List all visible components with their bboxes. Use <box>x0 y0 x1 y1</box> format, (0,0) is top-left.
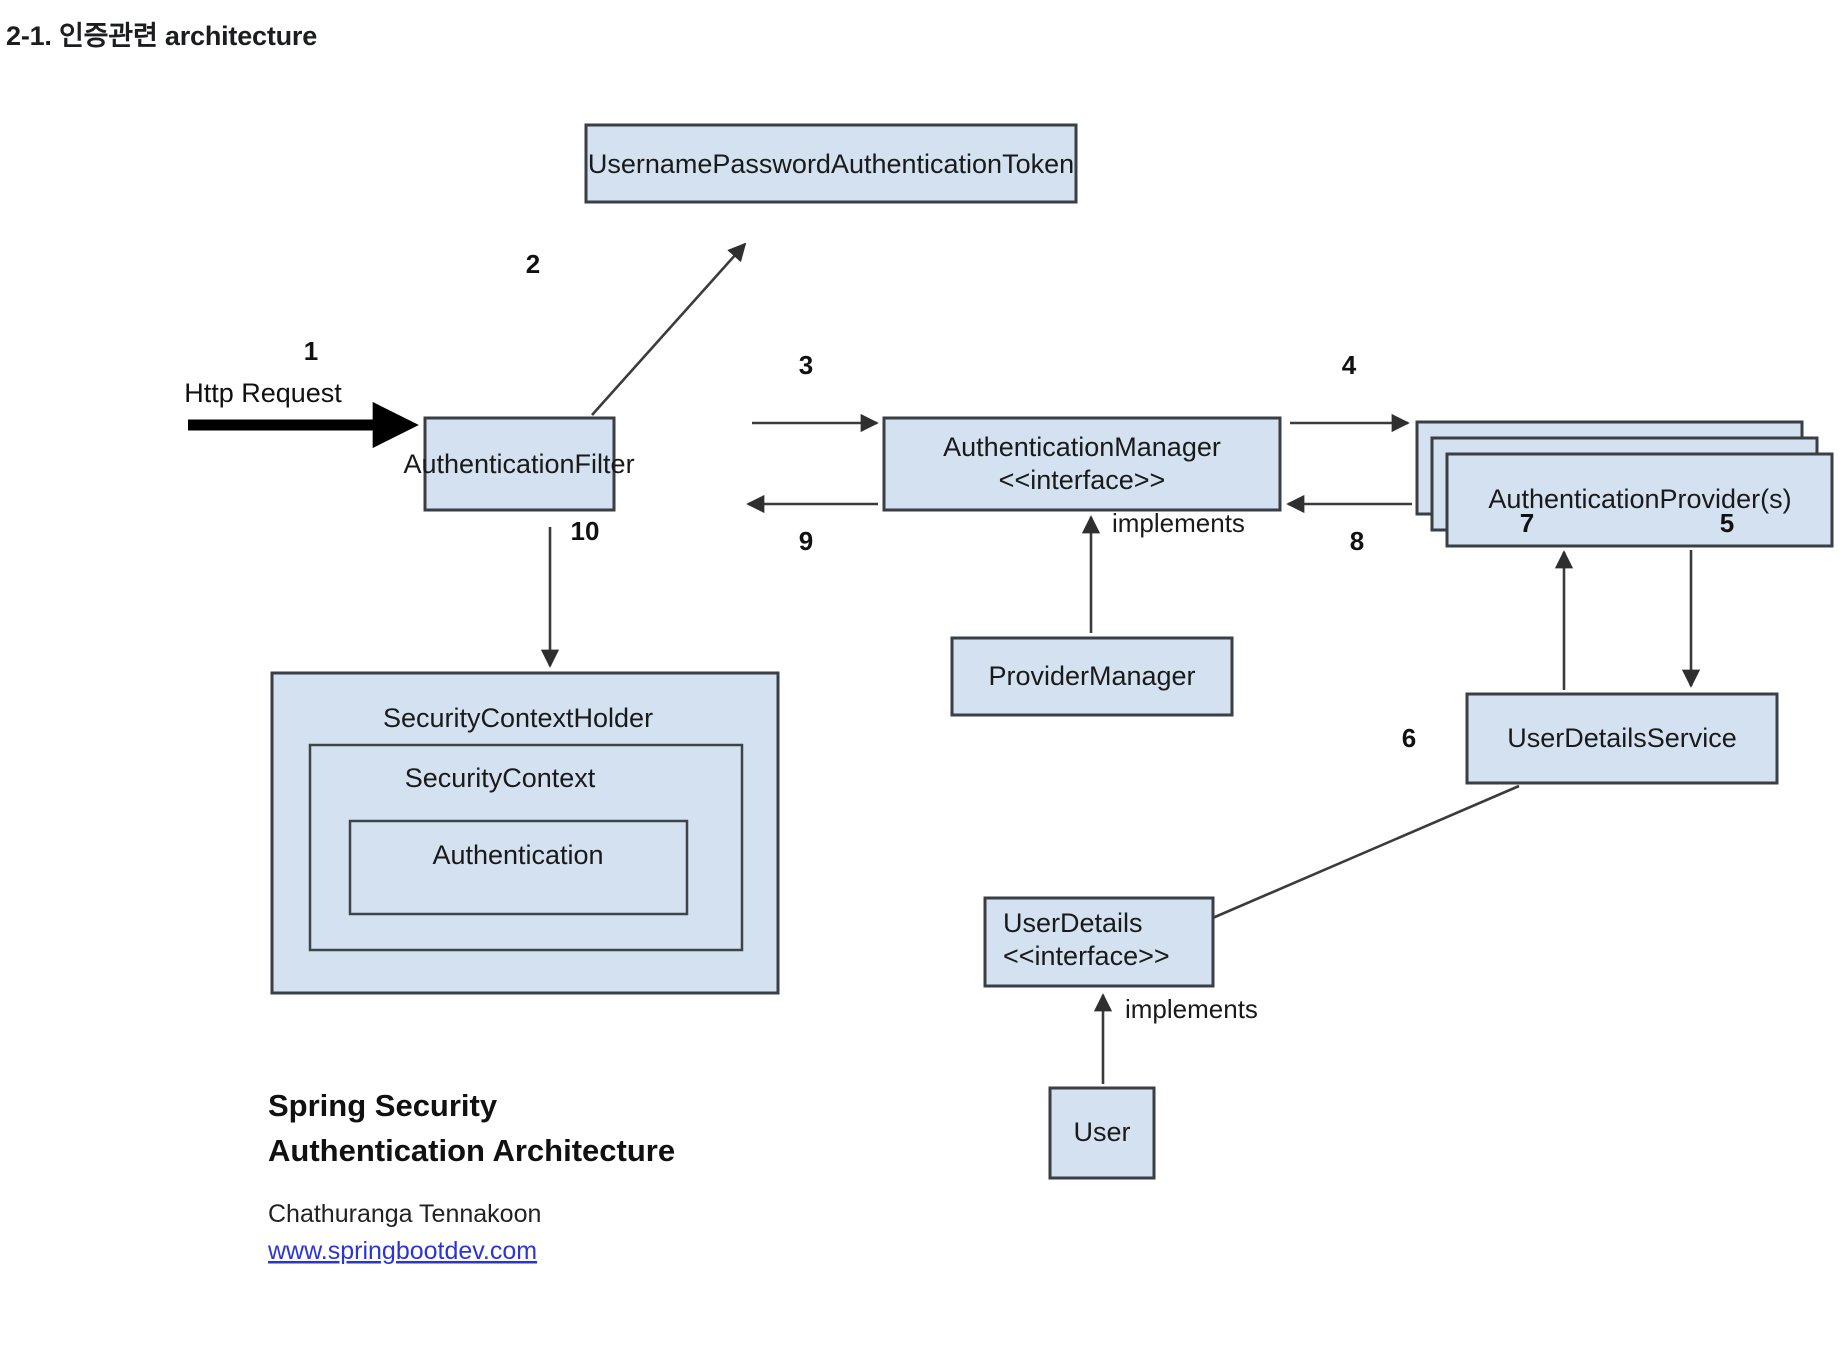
node-label-security-context-holder: SecurityContextHolder <box>383 703 653 733</box>
step-number-4: 4 <box>1342 350 1357 380</box>
node-label-authentication-manager-name: AuthenticationManager <box>943 432 1221 462</box>
step-number-8: 8 <box>1350 526 1364 556</box>
step-number-5: 5 <box>1720 508 1734 538</box>
edge-label-provider-manager-implements: implements <box>1112 508 1245 538</box>
node-user[interactable] <box>1048 1086 1156 1180</box>
node-label-user-details-service: UserDetailsService <box>1507 723 1737 753</box>
node-label-username-password-authentication-token: UsernamePasswordAuthenticationToken <box>588 149 1074 179</box>
edge-2-filter-to-token <box>591 242 747 416</box>
node-username-password-authentication-token[interactable] <box>584 123 1078 204</box>
credit-title-line-1: Spring Security <box>268 1088 498 1123</box>
edge-6-user-details-to-service <box>1200 784 1520 925</box>
node-label-user-details-stereotype: <<interface>> <box>1003 941 1170 971</box>
step-number-6: 6 <box>1402 723 1416 753</box>
step-number-7: 7 <box>1520 508 1534 538</box>
credit-author: Chathuranga Tennakoon <box>268 1200 541 1228</box>
architecture-diagram: Http Request 1 UsernamePasswordAuthentic… <box>0 70 1840 1348</box>
step-number-2: 2 <box>526 249 540 279</box>
page-title: 2-1. 인증관련 architecture <box>6 21 318 51</box>
edge-label-user-implements: implements <box>1125 994 1258 1024</box>
node-label-authentication-providers: AuthenticationProvider(s) <box>1488 484 1791 514</box>
step-number-9: 9 <box>799 526 813 556</box>
credit-title-line-2: Authentication Architecture <box>268 1133 675 1168</box>
step-number-10: 10 <box>571 516 600 546</box>
node-label-security-context: SecurityContext <box>405 763 596 793</box>
node-authentication[interactable] <box>348 819 689 916</box>
node-label-authentication: Authentication <box>432 840 603 870</box>
node-label-user-details-name: UserDetails <box>1003 908 1143 938</box>
node-label-authentication-manager-stereotype: <<interface>> <box>999 465 1166 495</box>
node-label-authentication-filter: AuthenticationFilter <box>403 449 634 479</box>
step-number-1: 1 <box>304 336 318 366</box>
step-number-3: 3 <box>799 350 813 380</box>
http-request-label: Http Request <box>184 378 342 408</box>
node-user-details-service[interactable] <box>1465 692 1779 785</box>
node-label-provider-manager: ProviderManager <box>988 661 1195 691</box>
node-authentication-providers[interactable] <box>1445 452 1834 548</box>
node-authentication-filter[interactable] <box>423 416 616 512</box>
node-user-details[interactable] <box>983 896 1215 988</box>
credit-website-link[interactable]: www.springbootdev.com <box>267 1237 537 1265</box>
node-authentication-manager[interactable] <box>882 416 1282 512</box>
node-provider-manager[interactable] <box>950 636 1234 717</box>
node-label-user: User <box>1073 1117 1130 1147</box>
